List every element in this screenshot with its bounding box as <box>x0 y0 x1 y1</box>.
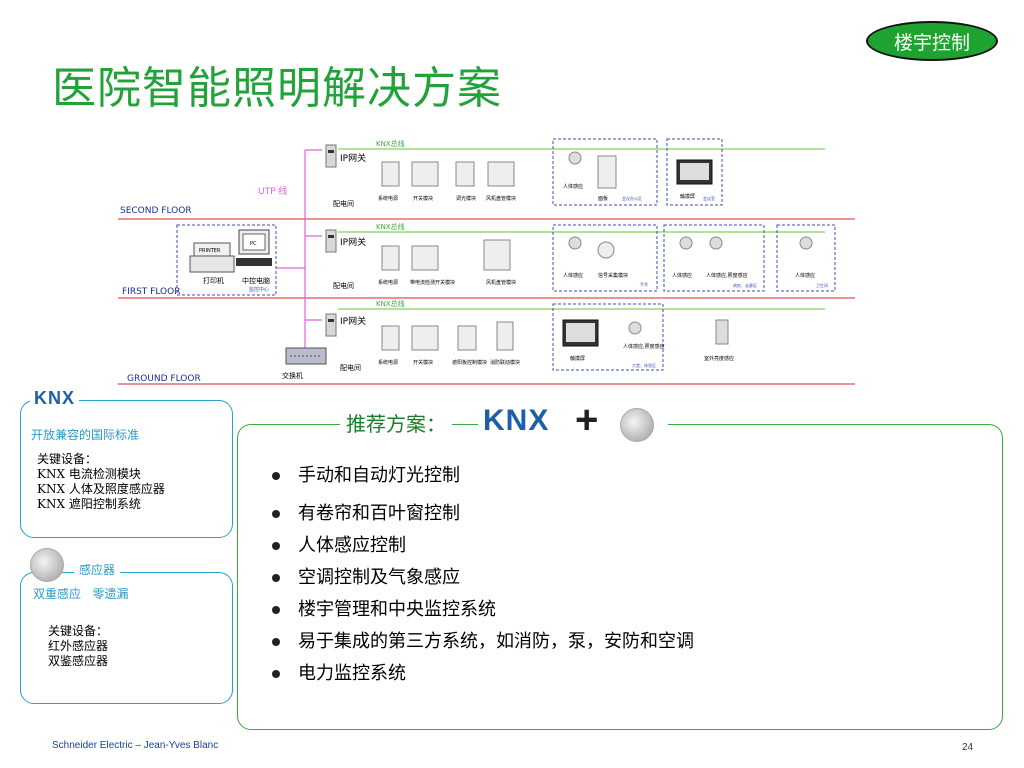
svg-text:带电流检测开关模块: 带电流检测开关模块 <box>410 279 455 286</box>
room-box <box>552 224 658 292</box>
room-box <box>663 224 765 292</box>
knx-logo: KNX <box>30 388 80 409</box>
sensor-panel <box>20 572 233 704</box>
bullet-icon <box>272 472 280 480</box>
svg-text:手术: 手术 <box>640 281 648 287</box>
room-box <box>776 224 836 292</box>
svg-text:室外亮度感应: 室外亮度感应 <box>704 355 734 362</box>
svg-text:配电间: 配电间 <box>340 363 361 372</box>
feature-item: 有卷帘和百叶窗控制 <box>272 498 694 530</box>
svg-text:调光模块: 调光模块 <box>456 195 476 202</box>
svg-text:会议办公区: 会议办公区 <box>622 195 642 201</box>
room-box <box>666 138 723 206</box>
footer-credit: Schneider Electric – Jean-Yves Blanc <box>52 740 219 751</box>
sensor-key-devices: 关键设备： 红外感应器 双鉴感应器 <box>48 624 109 668</box>
svg-text:会议室: 会议室 <box>703 195 715 201</box>
svg-text:人体感应: 人体感应 <box>672 272 692 279</box>
plus-icon: + <box>575 398 599 442</box>
floor-label-first: FIRST FLOOR <box>122 287 180 297</box>
room-box <box>552 138 658 206</box>
category-badge[interactable]: 楼宇控制 <box>866 21 998 61</box>
ip-gateway-ground: IP网关 配电间 <box>325 313 366 372</box>
feature-list: 手动和自动灯光控制 有卷帘和百叶窗控制 人体感应控制 空调控制及气象感应 楼宇管… <box>272 460 694 690</box>
bullet-icon <box>272 542 280 550</box>
floor-label-second: SECOND FLOOR <box>120 206 192 216</box>
bus-label: KNX总线 <box>376 299 405 308</box>
bullet-icon <box>272 574 280 582</box>
svg-text:开关模块: 开关模块 <box>413 359 433 366</box>
knx-subtitle: 开放兼容的国际标准 <box>31 428 140 442</box>
recommendation-title: 推荐方案： <box>340 408 452 437</box>
svg-text:卫生间: 卫生间 <box>816 282 828 288</box>
svg-text:人体感应: 人体感应 <box>795 272 815 279</box>
svg-text:人体感应: 人体感应 <box>563 183 583 190</box>
svg-text:交换机: 交换机 <box>282 371 303 380</box>
pc-icon: PC 中控电脑 监控中心 <box>236 229 272 293</box>
svg-text:病房、走廊区: 病房、走廊区 <box>733 282 757 288</box>
svg-text:系统电源: 系统电源 <box>378 279 398 286</box>
bullet-icon <box>272 638 280 646</box>
svg-text:系统电源: 系统电源 <box>378 195 398 202</box>
bullet-icon <box>272 606 280 614</box>
svg-text:消防联动模块: 消防联动模块 <box>490 359 520 366</box>
svg-text:人体感应,照度感应: 人体感应,照度感应 <box>623 343 665 350</box>
svg-text:风机盘管模块: 风机盘管模块 <box>486 195 516 202</box>
network-switch: 交换机 <box>282 347 327 380</box>
svg-text:配电间: 配电间 <box>333 281 354 290</box>
svg-text:IP网关: IP网关 <box>340 152 366 164</box>
knx-key-devices: 关键设备： KNX 电流检测模块 KNX 人体及照度感应器 KNX 遮阳控制系统 <box>37 452 165 511</box>
system-diagram: SECOND FLOOR FIRST FLOOR GROUND FLOOR KN… <box>118 138 855 385</box>
svg-text:遮阳板控制模块: 遮阳板控制模块 <box>452 359 487 366</box>
svg-text:人体感应: 人体感应 <box>563 272 583 279</box>
knx-logo: KNX <box>483 404 550 437</box>
floor-label-ground: GROUND FLOOR <box>127 374 201 384</box>
svg-text:IP网关: IP网关 <box>340 236 366 248</box>
sensor-subtitle: 双重感应 零遗漏 <box>33 587 129 601</box>
svg-text:大堂、休息区: 大堂、休息区 <box>632 362 656 368</box>
bullet-icon <box>272 670 280 678</box>
svg-text:监控中心: 监控中心 <box>249 286 269 293</box>
svg-text:中控电脑: 中控电脑 <box>242 276 270 285</box>
svg-text:开关模块: 开关模块 <box>413 195 433 202</box>
bullet-icon <box>272 510 280 518</box>
second-floor-modules: 系统电源 开关模块 调光模块 风机盘管模块 <box>378 161 516 202</box>
feature-item: 空调控制及气象感应 <box>272 562 694 594</box>
feature-item: 易于集成的第三方系统，如消防，泵，安防和空调 <box>272 626 694 658</box>
svg-text:配电间: 配电间 <box>333 199 354 208</box>
svg-text:风机盘管模块: 风机盘管模块 <box>486 279 516 286</box>
ground-floor-modules: 系统电源 开关模块 遮阳板控制模块 消防联动模块 <box>378 321 520 366</box>
first-floor-modules: 系统电源 带电流检测开关模块 风机盘管模块 <box>378 239 516 286</box>
sensor-icon <box>620 408 654 442</box>
feature-item: 电力监控系统 <box>272 658 694 690</box>
svg-text:PRINTER: PRINTER <box>199 248 221 254</box>
bus-label: KNX总线 <box>376 222 405 231</box>
ip-gateway-first: IP网关 配电间 <box>325 229 366 290</box>
feature-item: 楼宇管理和中央监控系统 <box>272 594 694 626</box>
svg-text:面板: 面板 <box>598 195 608 202</box>
ip-gateway-second: IP网关 配电间 <box>325 144 366 208</box>
sensor-icon <box>30 548 64 582</box>
utp-label: UTP 线 <box>258 185 287 197</box>
feature-item: 人体感应控制 <box>272 530 694 562</box>
svg-text:信号采集模块: 信号采集模块 <box>598 272 628 279</box>
svg-text:系统电源: 系统电源 <box>378 359 398 366</box>
control-center-box <box>176 224 277 296</box>
knx-standard-panel <box>20 400 233 538</box>
feature-item: 手动和自动灯光控制 <box>272 460 694 492</box>
bus-label: KNX总线 <box>376 139 405 148</box>
svg-text:人体感应,照度感应: 人体感应,照度感应 <box>706 272 748 279</box>
sensor-title: 感应器 <box>74 561 121 578</box>
svg-text:打印机: 打印机 <box>203 276 224 285</box>
printer-icon: PRINTER 打印机 <box>189 242 235 285</box>
page-title: 医院智能照明解决方案 <box>52 63 502 114</box>
svg-text:触摸屏: 触摸屏 <box>680 193 695 200</box>
svg-text:IP网关: IP网关 <box>340 315 366 327</box>
page-number: 24 <box>962 742 974 753</box>
room-box <box>552 303 664 371</box>
svg-text:触摸屏: 触摸屏 <box>570 355 585 362</box>
svg-text:PC: PC <box>250 241 257 247</box>
